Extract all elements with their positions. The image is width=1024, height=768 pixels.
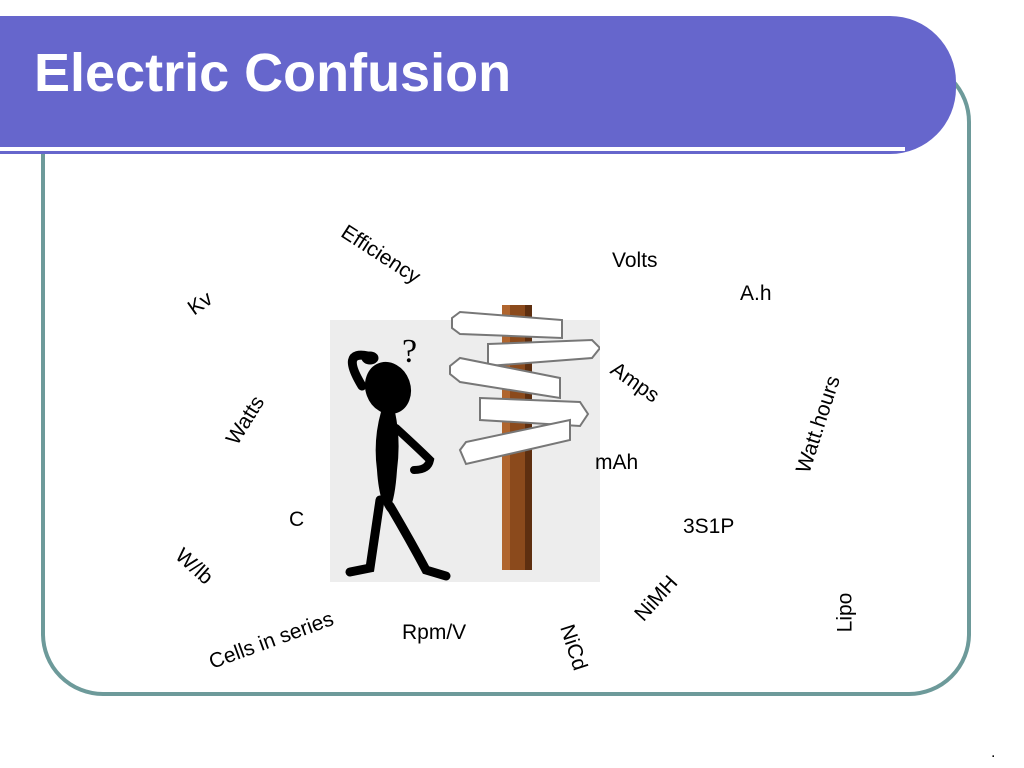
question-mark: ? [402, 333, 417, 370]
word-lipo: Lipo [833, 592, 857, 633]
confused-stick-figure [345, 350, 451, 581]
footer-mark: . [991, 744, 996, 761]
word-c: C [289, 508, 305, 531]
title-underline [0, 147, 905, 151]
word-volts: Volts [612, 249, 658, 272]
word-rpm-v: Rpm/V [402, 621, 467, 644]
signpost [449, 305, 600, 570]
title-bar [0, 16, 956, 154]
confused-figure-signpost-illustration: ? [330, 305, 600, 582]
slide-title: Electric Confusion [34, 43, 512, 103]
word-ah: A.h [740, 282, 772, 305]
word-mah: mAh [595, 451, 639, 474]
word-3s1p: 3S1P [683, 515, 735, 538]
